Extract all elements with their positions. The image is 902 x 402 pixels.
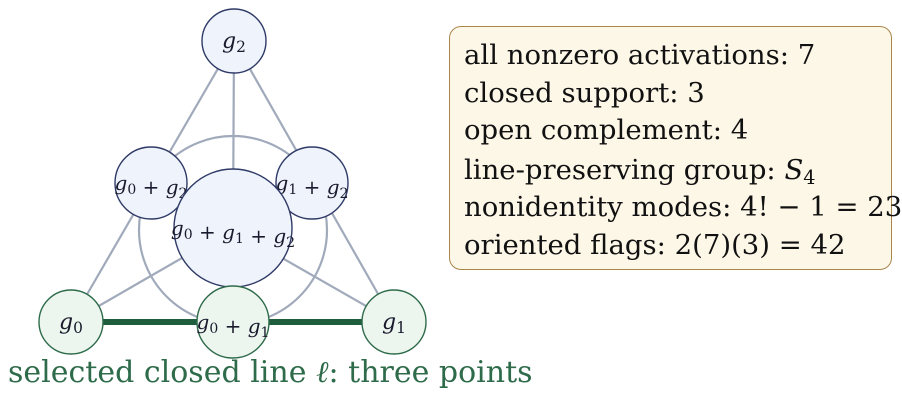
node-label: g1: [382, 310, 406, 337]
group-symbol: S: [784, 153, 804, 186]
label-operator: +: [297, 175, 326, 199]
label-subscript: 1: [235, 231, 244, 247]
label-operator: +: [218, 314, 247, 338]
label-symbol: g: [171, 216, 184, 240]
label-symbol: g: [327, 175, 340, 199]
node-right: g1 + g2: [275, 146, 349, 220]
node-label: g0 + g1: [197, 310, 270, 341]
label-symbol: g: [273, 224, 286, 248]
label-symbol: g: [222, 29, 236, 54]
node-label: g0 + g2: [115, 171, 188, 202]
label-subscript: 0: [73, 319, 83, 337]
caption-text: selected closed line: [8, 355, 316, 390]
diagram-caption: selected closed line ℓ: three points: [8, 355, 533, 390]
group-prefix: line-preserving group:: [464, 153, 785, 186]
label-subscript: 0: [184, 227, 193, 243]
label-subscript: 2: [236, 38, 246, 56]
node-bm: g0 + g1: [196, 285, 270, 359]
node-bl: g0: [38, 289, 104, 355]
caption-rest: : three points: [328, 355, 533, 390]
info-line-activations: all nonzero activations: 7: [464, 39, 816, 71]
label-operator: +: [193, 220, 222, 244]
group-subscript: 4: [803, 165, 816, 189]
node-label: g0: [59, 310, 83, 337]
label-subscript: 0: [209, 321, 218, 337]
node-top: g2: [201, 8, 267, 74]
node-circle: [114, 146, 188, 220]
label-subscript: 2: [286, 235, 295, 251]
node-br: g1: [361, 289, 427, 355]
label-subscript: 0: [127, 182, 136, 198]
label-subscript: 2: [340, 186, 349, 202]
label-symbol: g: [166, 175, 179, 199]
node-circle: [38, 289, 104, 355]
info-line-modes: nonidentity modes: 4! − 1 = 23: [464, 191, 902, 223]
label-symbol: g: [382, 310, 396, 335]
node-circle: [196, 285, 270, 359]
label-symbol: g: [222, 220, 235, 244]
label-subscript: 1: [261, 325, 270, 341]
label-symbol: g: [59, 310, 73, 335]
label-subscript: 1: [396, 319, 406, 337]
node-circle: [201, 8, 267, 74]
node-circle: [361, 289, 427, 355]
node-label: g2: [222, 29, 246, 56]
label-subscript: 2: [179, 186, 188, 202]
info-line-closed-support: closed support: 3: [464, 76, 705, 109]
node-label: g1 + g2: [276, 171, 349, 202]
info-line-open-complement: open complement: 4: [464, 114, 749, 146]
label-symbol: g: [115, 171, 128, 195]
label-subscript: 1: [288, 182, 297, 198]
node-center: g0 + g1 + g2: [171, 168, 295, 288]
info-line-group: line-preserving group: S4: [464, 152, 877, 190]
node-label: g0 + g1 + g2: [171, 216, 295, 251]
caption-line-symbol: ℓ: [316, 355, 329, 390]
node-left: g0 + g2: [114, 146, 188, 220]
info-panel: all nonzero activations: 7 closed suppor…: [449, 26, 902, 270]
label-symbol: g: [276, 171, 289, 195]
label-operator: +: [136, 175, 165, 199]
label-operator: +: [244, 224, 273, 248]
info-line-flags: oriented flags: 2(7)(3) = 42: [464, 228, 846, 261]
label-symbol: g: [197, 310, 210, 334]
label-symbol: g: [248, 314, 261, 338]
node-circle: [275, 146, 349, 220]
